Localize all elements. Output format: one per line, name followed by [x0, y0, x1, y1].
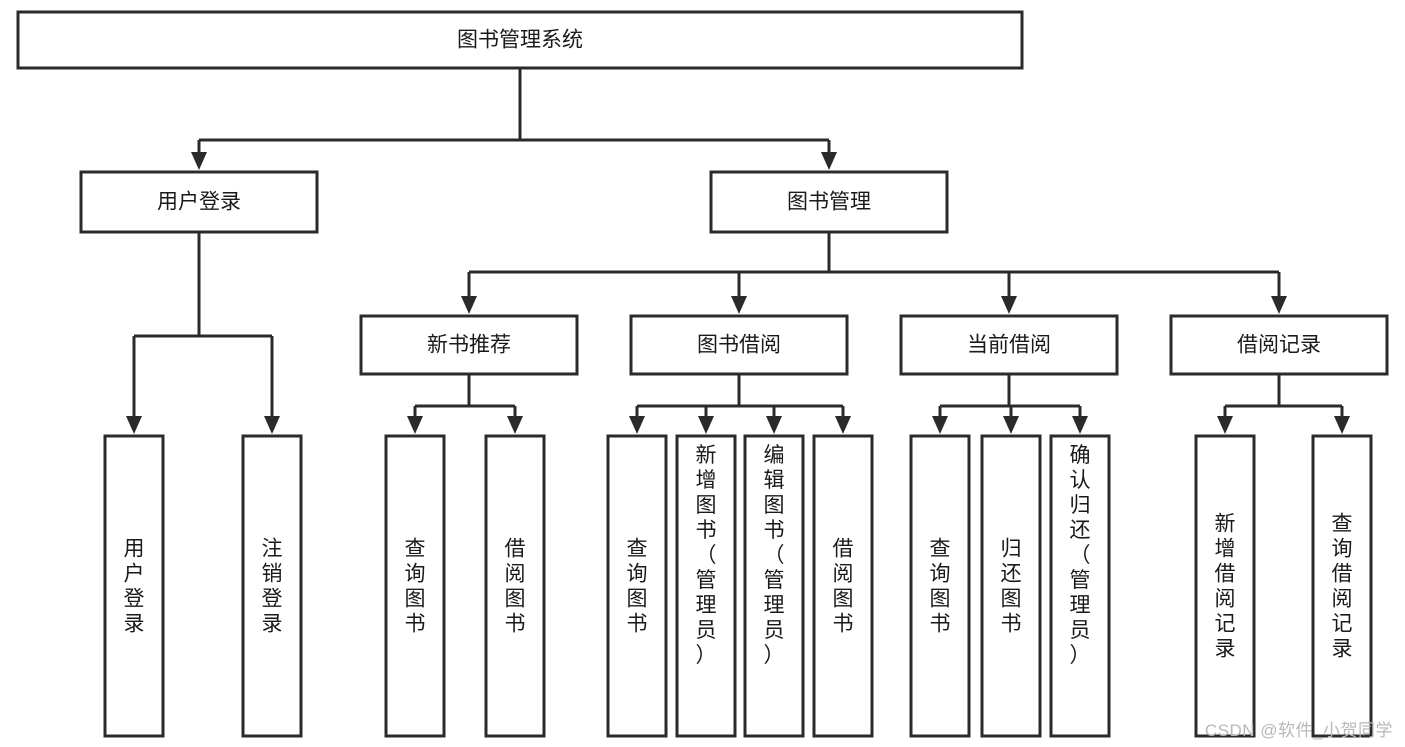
node-box[interactable]	[79, 170, 319, 234]
node-leaf-add-record[interactable]: 新增借阅记录	[1194, 434, 1256, 738]
node-box[interactable]	[1169, 314, 1389, 376]
node-label: 借阅记录	[1237, 334, 1321, 357]
node-label: 归还图书	[1001, 538, 1022, 636]
node-leaf-user-logout[interactable]: 注销登录	[241, 434, 303, 738]
node-box[interactable]	[606, 434, 668, 738]
node-root[interactable]: 图书管理系统	[16, 10, 1024, 70]
node-box[interactable]	[359, 314, 579, 376]
node-box[interactable]	[629, 314, 849, 376]
node-leaf-query-record[interactable]: 查询借阅记录	[1311, 434, 1373, 738]
node-box[interactable]	[1049, 434, 1111, 738]
node-box[interactable]	[899, 314, 1119, 376]
node-box[interactable]	[812, 434, 874, 738]
connector-bookborrow-to-leaves	[629, 374, 851, 434]
node-current-borrow[interactable]: 当前借阅	[899, 314, 1119, 376]
node-label: 查询图书	[627, 538, 648, 636]
node-borrow-record[interactable]: 借阅记录	[1169, 314, 1389, 376]
node-label: 借阅图书	[833, 538, 854, 636]
node-box[interactable]	[709, 170, 949, 234]
arrow-head-icon	[698, 416, 714, 434]
node-label: 用户登录	[124, 538, 145, 636]
node-label: 用户登录	[157, 191, 241, 214]
arrow-head-icon	[731, 296, 747, 314]
node-book-borrow[interactable]: 图书借阅	[629, 314, 849, 376]
node-box[interactable]	[675, 434, 737, 738]
node-label: 查询图书	[930, 538, 951, 636]
node-leaf-return-book[interactable]: 归还图书	[980, 434, 1042, 738]
node-label: 图书管理系统	[457, 29, 583, 52]
node-box[interactable]	[16, 10, 1024, 70]
arrow-head-icon	[821, 152, 837, 170]
node-box[interactable]	[384, 434, 446, 738]
node-layer: 图书管理系统用户登录图书管理新书推荐图书借阅当前借阅借阅记录用户登录注销登录查询…	[16, 10, 1389, 738]
node-box[interactable]	[743, 434, 805, 738]
node-box[interactable]	[1194, 434, 1256, 738]
arrow-head-icon	[407, 416, 423, 434]
arrow-head-icon	[461, 296, 477, 314]
arrow-head-icon	[766, 416, 782, 434]
arrow-head-icon	[1001, 296, 1017, 314]
node-book-manage[interactable]: 图书管理	[709, 170, 949, 234]
arrow-head-icon	[1217, 416, 1233, 434]
arrow-head-icon	[835, 416, 851, 434]
node-leaf-borrow-book-1[interactable]: 借阅图书	[484, 434, 546, 738]
node-leaf-confirm-return[interactable]: 确认归还（管理员）	[1049, 434, 1111, 738]
arrow-head-icon	[191, 152, 207, 170]
node-leaf-add-book[interactable]: 新增图书（管理员）	[675, 434, 737, 738]
node-leaf-query-book-2[interactable]: 查询图书	[606, 434, 668, 738]
node-label: 图书借阅	[697, 334, 781, 357]
node-label: 新增图书（管理员）	[696, 444, 717, 667]
node-box[interactable]	[1311, 434, 1373, 738]
node-label: 新增借阅记录	[1215, 513, 1236, 661]
arrow-head-icon	[1271, 296, 1287, 314]
node-label: 注销登录	[262, 538, 283, 636]
arrow-head-icon	[1334, 416, 1350, 434]
arrow-head-icon	[507, 416, 523, 434]
node-label: 新书推荐	[427, 334, 511, 357]
node-leaf-edit-book[interactable]: 编辑图书（管理员）	[743, 434, 805, 738]
node-box[interactable]	[980, 434, 1042, 738]
node-leaf-query-book-3[interactable]: 查询图书	[909, 434, 971, 738]
arrow-head-icon	[1072, 416, 1088, 434]
connector-layer	[126, 68, 1350, 434]
node-label: 借阅图书	[505, 538, 526, 636]
node-label: 当前借阅	[967, 334, 1051, 357]
connector-bookmanage-to-level3	[461, 232, 1287, 314]
node-box[interactable]	[909, 434, 971, 738]
connector-borrowrecord-to-leaves	[1217, 374, 1350, 434]
connector-userlogin-to-leaves	[126, 232, 280, 434]
node-leaf-borrow-book-2[interactable]: 借阅图书	[812, 434, 874, 738]
node-new-book-recommend[interactable]: 新书推荐	[359, 314, 579, 376]
node-label: 查询图书	[405, 538, 426, 636]
node-label: 确认归还（管理员）	[1070, 444, 1091, 667]
arrow-head-icon	[1003, 416, 1019, 434]
node-leaf-user-login[interactable]: 用户登录	[103, 434, 165, 738]
arrow-head-icon	[126, 416, 142, 434]
arrow-head-icon	[264, 416, 280, 434]
node-box[interactable]	[484, 434, 546, 738]
connector-currentborrow-to-leaves	[932, 374, 1088, 434]
node-label: 编辑图书（管理员）	[764, 444, 785, 667]
node-leaf-query-book-1[interactable]: 查询图书	[384, 434, 446, 738]
node-box[interactable]	[241, 434, 303, 738]
node-box[interactable]	[103, 434, 165, 738]
connector-newbook-to-leaves	[407, 374, 523, 434]
node-user-login[interactable]: 用户登录	[79, 170, 319, 234]
connector-root-to-level2	[191, 68, 837, 170]
arrow-head-icon	[629, 416, 645, 434]
node-label: 查询借阅记录	[1332, 513, 1353, 661]
node-label: 图书管理	[787, 191, 871, 214]
arrow-head-icon	[932, 416, 948, 434]
